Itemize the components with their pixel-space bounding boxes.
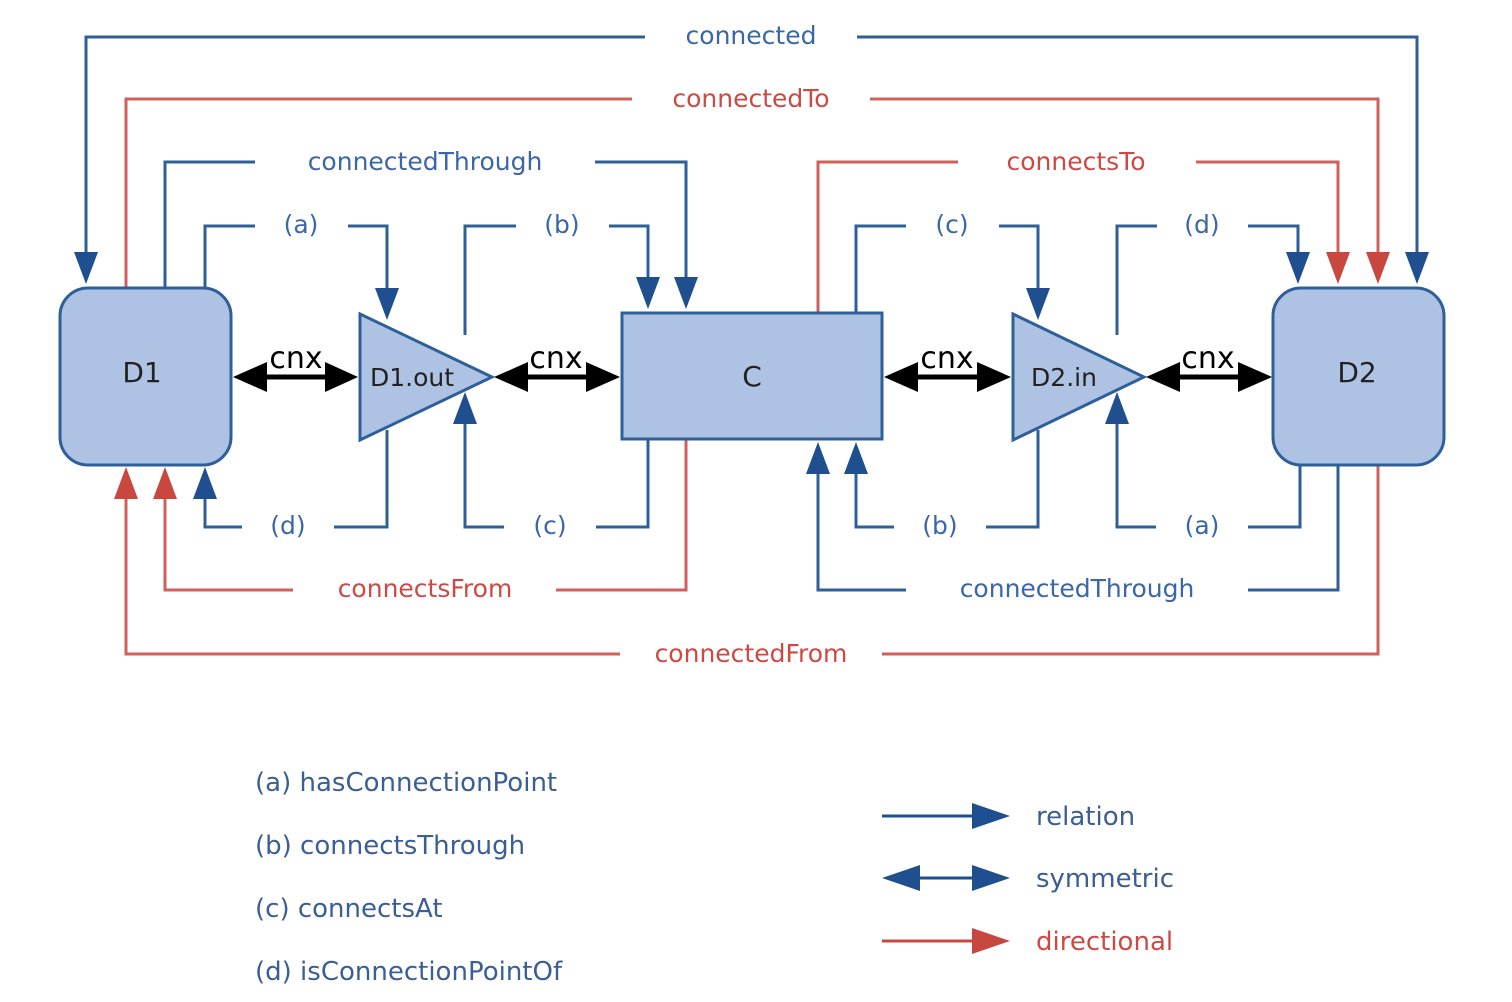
edge-a-bottom [1105,392,1302,529]
arrowhead-icon [494,362,528,392]
cnx-arrow-4 [1146,362,1272,392]
label-connected: connected [686,21,817,50]
node-d1-out-label: D1.out [370,363,454,392]
cnx-arrow-1 [233,362,358,392]
legend-abbrev-a: (a) hasConnectionPoint [255,768,557,798]
edge-d-bottom [193,430,389,529]
arrowhead-icon [1105,392,1129,424]
label-c-top: (c) [935,210,968,239]
node-d2-in-label: D2.in [1031,363,1097,392]
label-d-top: (d) [1184,210,1219,239]
edge-a-top [203,224,399,320]
node-d2 [1271,286,1446,467]
label-d-bottom: (d) [270,511,305,540]
edge-c-top [854,224,1050,320]
arrowhead-icon [114,467,138,499]
label-connects-from: connectsFrom [338,574,513,603]
edge-connected-to [124,97,1390,287]
legend-abbrev-d: (d) isConnectionPointOf [255,957,563,987]
arrowhead-icon [1146,362,1180,392]
edge-connected [74,35,1429,284]
node-d2-in [1011,311,1148,443]
arrow-left-icon [882,865,920,891]
legend-directional-label: directional [1036,927,1173,957]
legend-abbreviations: (a) hasConnectionPoint (b) connectsThrou… [255,768,563,987]
edge-d-top [1115,224,1310,335]
label-c-bottom: (c) [533,511,566,540]
edge-connected-from [114,465,1380,656]
node-d1-out [358,311,496,443]
edge-connected-through-top [163,160,698,309]
label-connects-to: connectsTo [1006,147,1145,176]
arrowhead-icon [586,362,620,392]
arrowhead-icon [806,442,830,474]
arrowhead-icon [193,467,217,499]
label-a-bottom: (a) [1185,511,1220,540]
label-a-top: (a) [284,210,319,239]
arrowhead-icon [636,277,660,309]
arrow-right-icon [972,803,1010,829]
label-connected-through-bottom: connectedThrough [960,574,1195,603]
legend-symmetric-label: symmetric [1036,864,1174,894]
node-d1-label: D1 [122,356,161,389]
edge-b-bottom [844,430,1040,529]
arrowhead-icon [977,362,1011,392]
arrowhead-icon [74,252,98,284]
cnx-arrow-2 [494,362,620,392]
arrowhead-icon [233,362,267,392]
edge-b-top [463,224,660,335]
node-d1 [58,286,233,467]
legend-relation: relation [882,802,1135,832]
label-cnx: cnx [529,341,582,376]
edge-c-bottom [453,392,650,529]
label-connected-from: connectedFrom [655,639,848,668]
label-b-bottom: (b) [922,511,957,540]
node-c [620,311,884,441]
edge-connects-from [153,440,688,592]
arrowhead-icon [884,362,918,392]
label-connected-through-top: connectedThrough [308,147,543,176]
arrowhead-icon [674,277,698,309]
legend-arrow-types: relation symmetric directional [882,802,1174,957]
label-connected-to: connectedTo [672,84,829,113]
label-cnx: cnx [1181,341,1234,376]
arrowhead-icon [1026,288,1050,320]
node-d2-label: D2 [1337,356,1376,389]
arrowhead-icon [844,442,868,474]
legend-directional: directional [882,927,1173,957]
label-cnx: cnx [920,341,973,376]
edge-connects-to [816,160,1350,313]
arrowhead-icon [1326,252,1350,284]
arrowhead-icon [453,392,477,424]
edge-connected-through-bottom [806,442,1340,592]
arrow-right-icon [972,928,1010,954]
label-b-top: (b) [544,210,579,239]
arrowhead-icon [1366,252,1390,284]
arrowhead-icon [325,362,358,392]
node-c-label: C [742,360,762,393]
legend-symmetric: symmetric [882,864,1174,894]
arrowhead-icon [375,288,399,320]
arrowhead-icon [1405,252,1429,284]
arrowhead-icon [1286,252,1310,284]
arrowhead-icon [153,467,177,499]
label-cnx: cnx [269,341,322,376]
cnx-arrow-3 [884,362,1011,392]
arrowhead-icon [1238,362,1272,392]
legend-abbrev-b: (b) connectsThrough [255,831,525,861]
legend-relation-label: relation [1036,802,1135,832]
legend-abbrev-c: (c) connectsAt [255,894,443,924]
arrow-right-icon [972,865,1010,891]
